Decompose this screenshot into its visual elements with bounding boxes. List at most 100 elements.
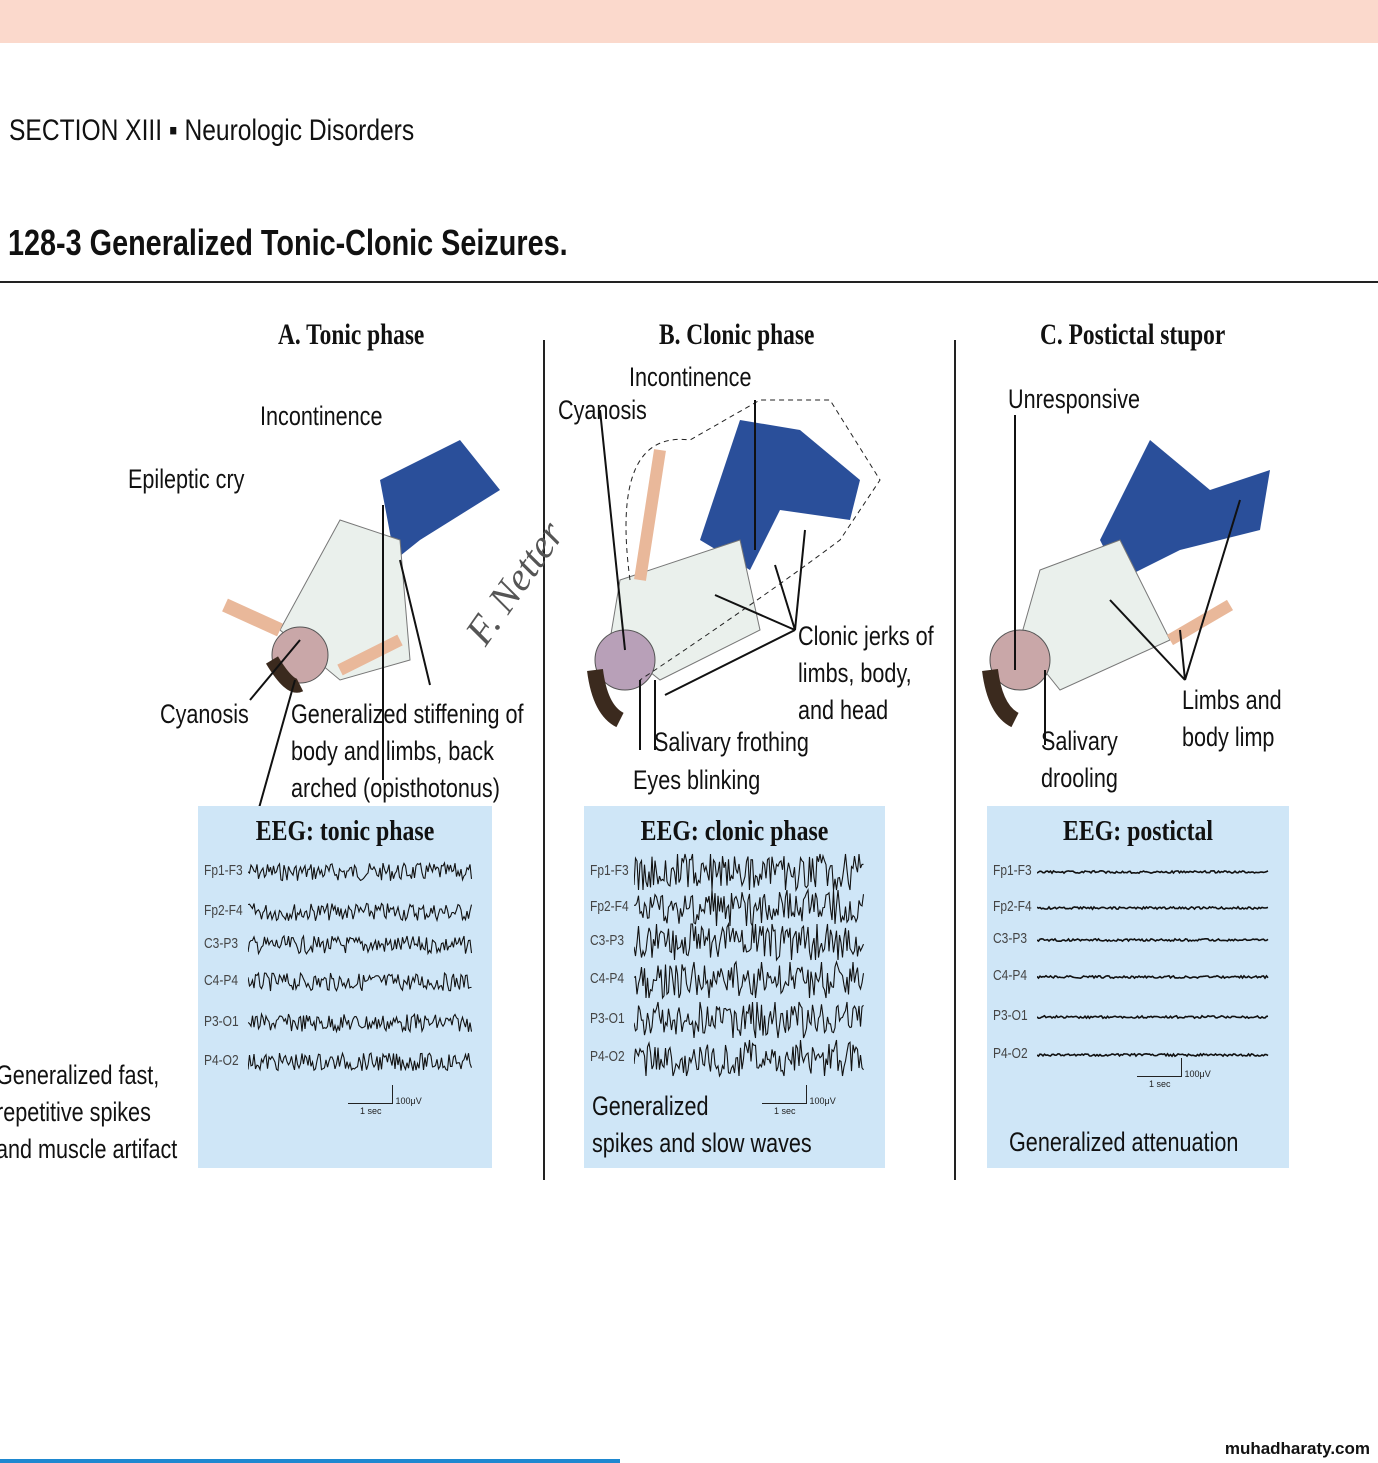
section-header: SECTION XIII ▪ Neurologic Disorders [9, 114, 415, 147]
channel-label: P3-O1 [590, 1010, 625, 1027]
amplitude-scale: 100μV [1184, 1069, 1211, 1079]
eeg-waveform [634, 960, 865, 1000]
eeg-trace [248, 1011, 473, 1034]
eeg-waveform [1037, 974, 1269, 980]
label-limbs-limp: Limbs and body limp [1182, 682, 1282, 756]
eeg-waveform [1037, 937, 1269, 943]
channel-label: P4-O2 [590, 1048, 625, 1065]
divider [0, 281, 1378, 283]
eeg-trace [1037, 1052, 1269, 1058]
label-line: body limp [1182, 722, 1275, 752]
label-stiffening: Generalized stiffening of body and limbs… [291, 696, 524, 807]
eeg-trace [634, 1001, 864, 1039]
eeg-waveform [634, 853, 864, 892]
label-line: drooling [1041, 763, 1118, 793]
eeg-trace [1037, 905, 1269, 911]
eeg-title: EEG: tonic phase [255, 816, 435, 847]
eeg-trace [634, 1039, 864, 1078]
eeg-waveform [1037, 905, 1269, 911]
watermark: muhadharaty.com [1224, 1439, 1370, 1458]
heading-postictal: C. Postictal stupor [1040, 318, 1226, 351]
label-line: body and limbs, back [291, 736, 494, 766]
channel-label: C4-P4 [590, 970, 625, 987]
scale-bar: 100μV 1 sec [348, 1085, 422, 1116]
channel-label: Fp1-F3 [993, 862, 1032, 879]
tonic-eeg-caption: Generalized fast, repetitive spikes and … [0, 1057, 177, 1168]
eeg-waveform [634, 1001, 864, 1039]
label-line: and head [798, 695, 889, 725]
seizure-illustrations: F. Netter [222, 399, 1270, 810]
channel-label: Fp1-F3 [204, 862, 243, 879]
progress-bar [0, 1459, 620, 1463]
amplitude-scale: 100μV [395, 1096, 422, 1106]
amplitude-scale: 100μV [809, 1096, 836, 1106]
eeg-trace [634, 960, 865, 1000]
scale-bar: 100μV 1 sec [1137, 1058, 1211, 1089]
svg-text:F. Netter: F. Netter [455, 512, 573, 653]
label-line: Limbs and [1182, 685, 1282, 715]
label-clonic-jerks: Clonic jerks of limbs, body, and head [798, 618, 934, 729]
eeg-postictal-panel: EEG: postictal Generalized attenuation F… [987, 806, 1289, 1168]
time-scale: 1 sec [360, 1106, 382, 1116]
channel-label: C3-P3 [993, 930, 1028, 947]
channel-label: C4-P4 [204, 972, 239, 989]
caption-line: Generalized [592, 1091, 709, 1121]
eeg-waveform [634, 1039, 864, 1078]
eeg-trace [634, 888, 865, 928]
eeg-trace [248, 861, 473, 882]
eeg-waveform [634, 888, 865, 928]
eeg-title: EEG: postictal [1062, 816, 1214, 847]
time-scale: 1 sec [1149, 1079, 1171, 1089]
channel-label: Fp2-F4 [204, 902, 243, 919]
label-epileptic-cry: Epileptic cry [128, 464, 245, 494]
eeg-trace [634, 853, 864, 892]
label-salivary-drooling: Salivary drooling [1041, 723, 1118, 797]
channel-label: P3-O1 [204, 1013, 239, 1030]
eeg-trace [248, 934, 473, 956]
channel-label: P4-O2 [204, 1052, 239, 1069]
eeg-trace [1037, 1014, 1269, 1020]
eeg-trace [248, 902, 473, 923]
eeg-waveform [248, 1051, 473, 1072]
eeg-clonic-panel: EEG: clonic phase Generalized spikes and… [584, 806, 885, 1168]
eeg-trace [248, 971, 472, 993]
column-divider [543, 340, 545, 1180]
eeg-waveform [1037, 1052, 1269, 1058]
label-line: Clonic jerks of [798, 621, 934, 651]
channel-label: P4-O2 [993, 1045, 1028, 1062]
channel-label: Fp2-F4 [590, 898, 629, 915]
label-eyes-blinking: Eyes blinking [633, 765, 761, 795]
label-cyanosis: Cyanosis [558, 395, 647, 425]
eeg-trace [1037, 937, 1269, 943]
eeg-trace [248, 1051, 473, 1072]
eeg-title: EEG: clonic phase [640, 816, 829, 847]
eeg-waveform [1037, 869, 1269, 875]
caption-line: Generalized fast, [0, 1060, 160, 1090]
eeg-waveform [248, 1011, 473, 1034]
channel-label: C4-P4 [993, 967, 1028, 984]
eeg-trace [1037, 869, 1269, 875]
channel-label: C3-P3 [590, 932, 625, 949]
label-line: Generalized stiffening of [291, 699, 524, 729]
channel-label: P3-O1 [993, 1007, 1028, 1024]
clonic-figure [587, 399, 881, 750]
channel-label: C3-P3 [204, 935, 239, 952]
channel-label: Fp2-F4 [993, 898, 1032, 915]
heading-tonic: A. Tonic phase [278, 318, 425, 351]
top-band [0, 0, 1378, 43]
caption-line: spikes and slow waves [592, 1128, 812, 1158]
eeg-waveform [248, 971, 472, 993]
channel-label: Fp1-F3 [590, 862, 629, 879]
eeg-caption: Generalized spikes and slow waves [592, 1088, 812, 1162]
eeg-waveform [248, 861, 473, 882]
label-line: arched (opisthotonus) [291, 773, 500, 803]
eeg-waveform [1037, 1014, 1269, 1020]
label-line: limbs, body, [798, 658, 912, 688]
postictal-figure [982, 415, 1270, 745]
heading-clonic: B. Clonic phase [659, 318, 815, 351]
eeg-caption: Generalized attenuation [1009, 1127, 1239, 1157]
label-salivary-frothing: Salivary frothing [654, 727, 809, 757]
label-unresponsive: Unresponsive [1008, 384, 1141, 414]
